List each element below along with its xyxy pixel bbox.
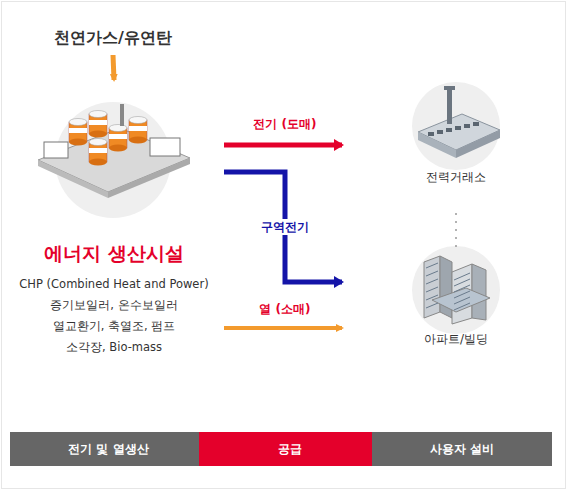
node-text: 전기 및 열생산 [10, 432, 207, 466]
plant-illustration [38, 102, 190, 218]
flow-arrow [224, 172, 342, 282]
node-text: 소각장, Bio-mass [4, 337, 224, 358]
node-text: 열교환기, 축열조, 펌프 [4, 316, 224, 337]
source-box: 천연가스/유연탄 [36, 26, 190, 52]
stage-bar-cell: 공급 [199, 432, 380, 466]
node-text: 전력거래소 [348, 168, 564, 186]
node-text: CHP (Combined Heat and Power) [4, 274, 224, 295]
edge-label: 구역전기 [258, 219, 312, 235]
facility-heading: 에너지 생산시설 [4, 238, 224, 268]
node-text: 사용자 설비 [372, 432, 552, 466]
node-text: 증기보일러, 온수보일러 [4, 295, 224, 316]
stage-bar-cell: 전기 및 열생산 [10, 432, 207, 466]
edge-label: 전기 (도매) [250, 116, 319, 132]
node-text: 공급 [199, 432, 380, 466]
flow-arrow [224, 143, 342, 148]
power-exchange-icon [412, 82, 500, 170]
edge-label: 열 (소매) [256, 301, 313, 317]
flow-arrow [224, 326, 342, 330]
continuation-dots [455, 213, 457, 247]
stage-bar-cell: 사용자 설비 [372, 432, 552, 466]
flow-arrow [113, 55, 114, 80]
apartment-icon [412, 246, 500, 334]
node-text: 천연가스/유연탄 [36, 26, 190, 50]
destination-box: 전력거래소 [348, 74, 564, 196]
facility-box: 에너지 생산시설 CHP (Combined Heat and Power)증기보… [4, 82, 224, 368]
destination-box: 아파트/빌딩 [348, 236, 564, 358]
node-text: 아파트/빌딩 [348, 330, 564, 348]
